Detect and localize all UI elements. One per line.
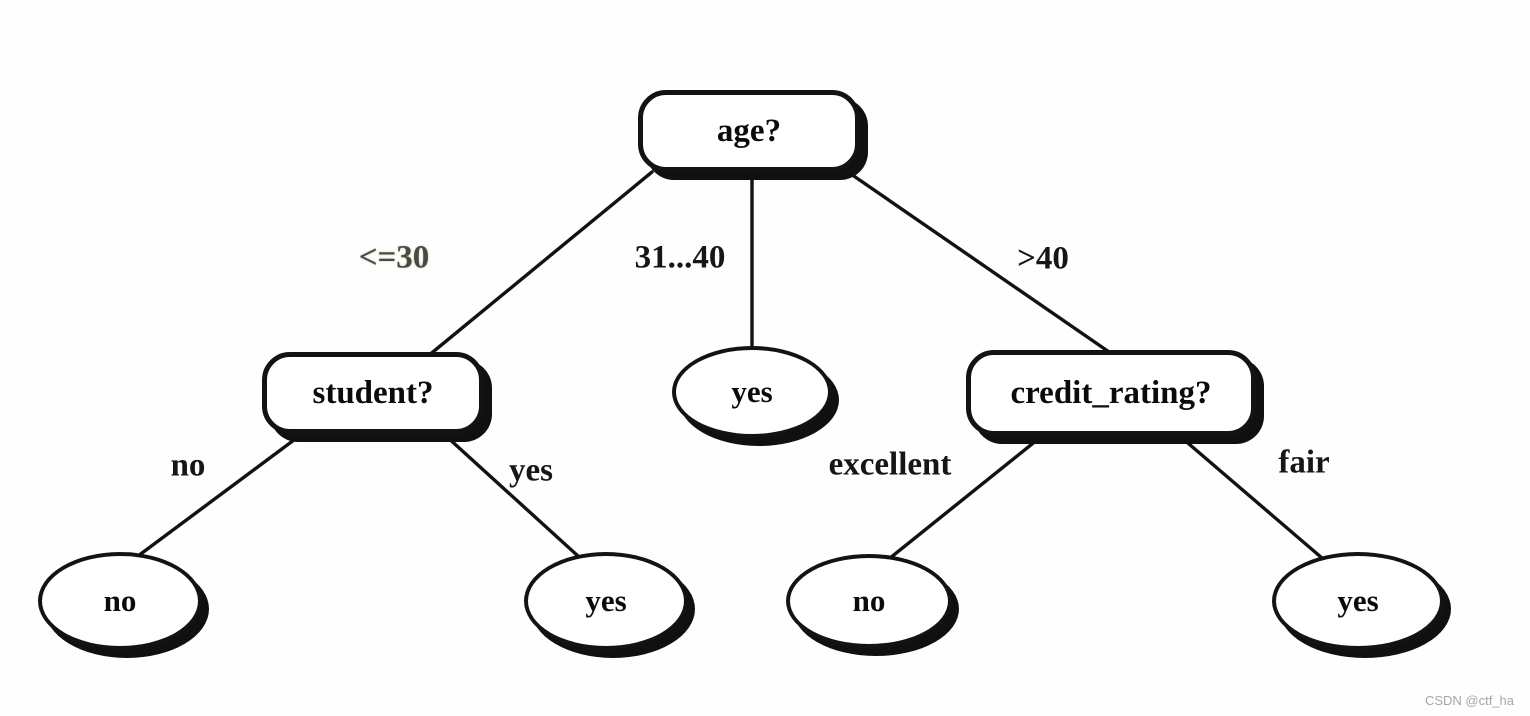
decision-node-credit-rating: credit_rating? [966, 350, 1256, 436]
edge-label-student-yes: yes [509, 452, 553, 489]
leaf-node-no-student-branch: no [38, 552, 202, 650]
edge-label-student-no: no [170, 447, 206, 484]
leaf-node-yes-middle: yes [672, 346, 832, 438]
csdn-watermark: CSDN @ctf_ha [1424, 693, 1514, 708]
edge-age-student [426, 170, 654, 358]
edge-student-yes [444, 434, 580, 558]
edge-label-credit-fair: fair [1278, 444, 1330, 481]
leaf-node-yes-student-branch: yes [524, 552, 688, 650]
edge-label-age-le-30: <=30 [358, 239, 430, 276]
edge-credit-yes [1180, 436, 1324, 560]
edge-label-credit-excellent: excellent [828, 446, 952, 483]
leaf-node-yes-credit-branch: yes [1272, 552, 1444, 650]
edge-label-age-31-40: 31...40 [634, 239, 726, 276]
edge-credit-no [888, 434, 1044, 560]
edge-label-age-gt-40: >40 [1017, 240, 1069, 277]
leaf-node-no-credit-branch: no [786, 554, 952, 648]
decision-node-student: student? [262, 352, 484, 434]
decision-node-age: age? [638, 90, 860, 172]
edge-age-credit [846, 170, 1114, 356]
edge-student-no [136, 432, 304, 558]
